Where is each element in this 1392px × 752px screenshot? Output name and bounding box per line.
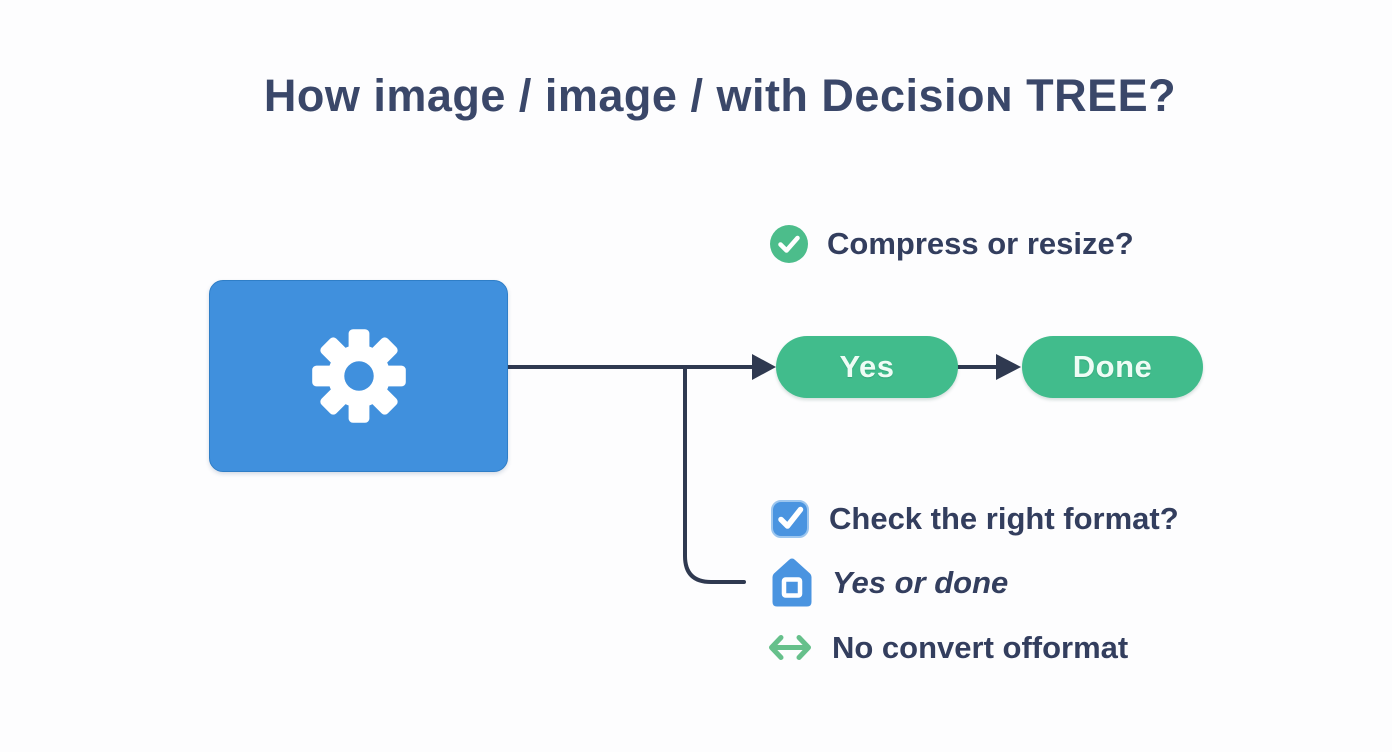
arrowhead-done xyxy=(996,354,1021,380)
done-node: Done xyxy=(1022,336,1203,398)
connector-branch-down xyxy=(683,365,746,584)
arrowhead-yes xyxy=(752,354,776,380)
page-title: How image / image / with Decisioɴ TREE? xyxy=(263,70,1177,121)
check-circle-icon xyxy=(770,225,808,263)
option-no-convert: No convert offormat xyxy=(767,630,1128,665)
option-yes-or-done: Yes or done xyxy=(771,557,1008,608)
yes-node: Yes xyxy=(776,336,958,398)
done-node-label: Done xyxy=(1072,349,1153,384)
question-check-format: Check the right format? xyxy=(770,499,1179,539)
yes-node-label: Yes xyxy=(839,349,895,384)
swap-arrows-icon xyxy=(769,635,811,660)
question-compress-or-resize: Compress or resize? xyxy=(770,225,1134,263)
option-no-convert-label: No convert offormat xyxy=(832,629,1129,665)
question-compress-label: Compress or resize? xyxy=(827,226,1134,261)
home-icon xyxy=(772,558,812,607)
option-yes-or-done-label: Yes or done xyxy=(832,564,1009,600)
question-format-label: Check the right format? xyxy=(829,501,1179,536)
gear-icon xyxy=(311,329,406,423)
source-node xyxy=(209,280,508,472)
checkbox-icon xyxy=(771,500,809,538)
